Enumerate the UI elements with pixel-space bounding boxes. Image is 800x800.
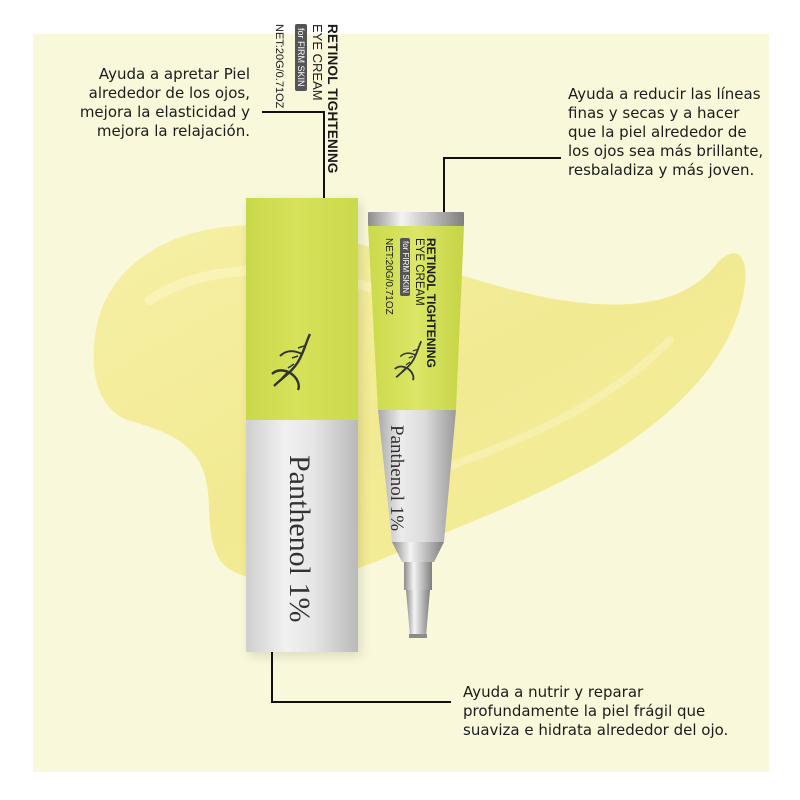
box-net-weight: NET:20G/0.71OZ: [273, 24, 285, 109]
box-skin-tag: for FIRM SKIN: [295, 24, 307, 91]
box-label-green: [246, 198, 358, 420]
callout-nourish: Ayuda a nutrir y reparar profundamente l…: [463, 683, 729, 739]
box-title: RETINOL TIGHTENING: [325, 24, 340, 174]
box-label-silver: [246, 420, 358, 652]
callout-line-left-horizontal: [262, 111, 325, 113]
tube-panthenol-label: Panthenol 1%: [386, 425, 407, 532]
callout-tightening: Ayuda a apretar Piel alrededor de los oj…: [79, 65, 250, 140]
tube-skin-tag: for FIRM SKIN: [400, 238, 410, 297]
tube-title: RETINOL TIGHTENING: [424, 238, 438, 368]
box-dna-icon: [271, 333, 312, 391]
box-subtitle: EYE CREAM: [310, 24, 325, 101]
tube-dna-icon: [394, 340, 423, 381]
tube-subtitle: EYE CREAM: [413, 238, 425, 306]
product-box: [246, 198, 358, 652]
callout-line-right-horizontal: [443, 157, 561, 159]
box-panthenol-label: Panthenol 1%: [283, 455, 316, 623]
callout-line-bottom-horizontal: [271, 701, 451, 703]
callout-line-bottom-vertical: [271, 651, 273, 703]
callout-line-left-vertical: [323, 111, 325, 199]
tube-net-weight: NET:20G/0.71OZ: [383, 238, 394, 315]
callout-fine-lines: Ayuda a reducir las líneas finas y secas…: [568, 85, 764, 179]
callout-line-right-vertical: [443, 157, 445, 214]
product-tube: [368, 212, 464, 638]
